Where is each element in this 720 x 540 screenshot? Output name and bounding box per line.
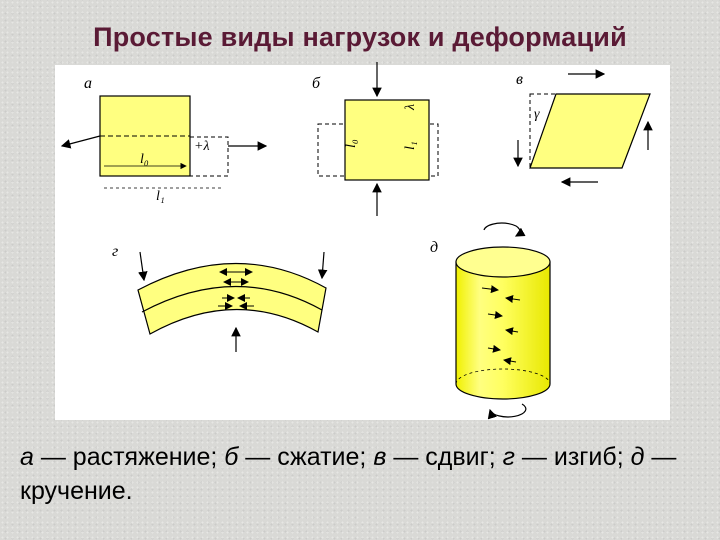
label-g: г bbox=[112, 243, 118, 260]
bending-stress-arrows bbox=[218, 268, 254, 310]
torsion-moment-top bbox=[483, 222, 526, 237]
caption-g-text: — изгиб; bbox=[514, 443, 631, 471]
l1-symbol-a: l₁ bbox=[156, 189, 165, 204]
tension-figure: а l₀ +λ l₁ bbox=[60, 75, 268, 204]
caption-d: д bbox=[630, 443, 645, 471]
caption-d-text: — кручение. bbox=[20, 443, 677, 505]
tension-arrow-left bbox=[60, 135, 101, 149]
shear-figure: в γ bbox=[513, 69, 653, 187]
page-title: Простые виды нагрузок и деформаций bbox=[93, 22, 627, 52]
l1-symbol-b: l₁ bbox=[403, 141, 418, 150]
lambda-symbol: λ bbox=[403, 104, 418, 111]
bending-neutral-line bbox=[141, 285, 323, 313]
torsion-cylinder-body bbox=[455, 261, 551, 400]
torsion-stress-arrows bbox=[481, 285, 521, 366]
label-b: б bbox=[312, 75, 321, 92]
plus-lambda-symbol: +λ bbox=[194, 139, 210, 154]
caption-g: г bbox=[502, 443, 515, 471]
torsion-moment-bottom bbox=[487, 403, 527, 420]
l0-symbol-a: l₀ bbox=[140, 152, 149, 167]
caption-a-text: — растяжение; bbox=[33, 443, 225, 471]
torsion-figure: д bbox=[430, 222, 551, 420]
figure-caption: а — растяжение; б — сжатие; в — сдвиг; г… bbox=[20, 440, 710, 508]
label-a: а bbox=[84, 75, 92, 92]
torsion-cylinder-hidden-edge bbox=[455, 368, 551, 385]
label-d: д bbox=[430, 239, 438, 256]
torsion-cylinder-top bbox=[455, 246, 551, 278]
bending-arrow-left bbox=[138, 251, 148, 282]
tension-extension-outline bbox=[189, 136, 229, 177]
label-v: в bbox=[516, 71, 523, 88]
caption-a: а bbox=[20, 443, 34, 471]
caption-v: в bbox=[373, 443, 387, 471]
caption-b-text: — сжатие; bbox=[238, 443, 374, 471]
bending-figure: г bbox=[112, 243, 328, 352]
compression-figure: б l₀ l₁ λ bbox=[312, 62, 439, 216]
gamma-symbol: γ bbox=[534, 107, 540, 122]
l0-symbol-b: l₀ bbox=[344, 139, 359, 148]
bending-arrow-right bbox=[317, 251, 328, 280]
shear-block bbox=[529, 93, 651, 169]
caption-b: б bbox=[224, 443, 239, 471]
compression-block bbox=[344, 99, 430, 181]
caption-v-text: — сдвиг; bbox=[386, 443, 503, 471]
